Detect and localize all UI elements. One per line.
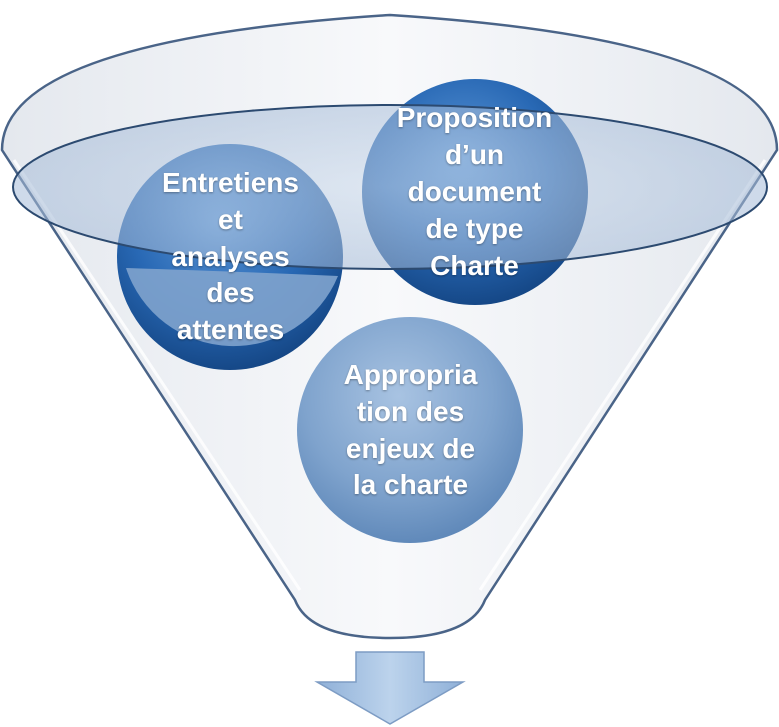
- down-arrow: [314, 651, 466, 725]
- funnel-rim: [12, 104, 768, 270]
- label-proposition: Proposition d’un document de type Charte: [396, 102, 553, 281]
- circle-appropriation: [297, 317, 523, 543]
- label-entretiens: Entretiens et analyses des attentes: [162, 166, 299, 346]
- funnel-inner-edge-right: [478, 159, 767, 591]
- funnel-inner-edge: [12, 159, 302, 591]
- circle-entretiens-lower: [126, 268, 338, 347]
- label-appropriation: Appropria tion des enjeux de la charte: [343, 358, 478, 501]
